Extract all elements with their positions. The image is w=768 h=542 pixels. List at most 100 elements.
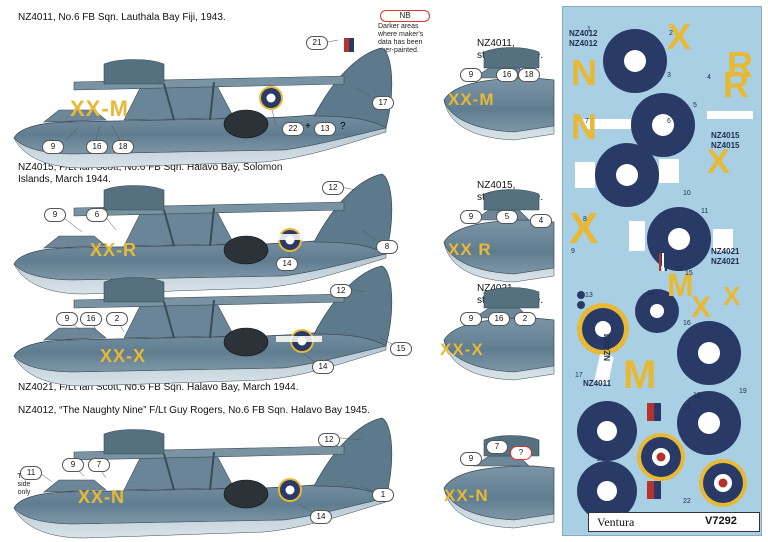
decal-number-12: 12 xyxy=(675,266,683,273)
side-callout-7: 7 xyxy=(486,440,508,454)
callout-21: 21 xyxy=(306,36,328,50)
callout-22: 22 xyxy=(282,122,304,136)
decal-text-nz4012: NZ4012 xyxy=(569,39,598,48)
side-code-nz4011: XX-M xyxy=(448,90,495,109)
side-callout-18: 18 xyxy=(518,68,540,82)
callout-14: 14 xyxy=(276,257,298,271)
side-callout-9: 9 xyxy=(460,68,482,82)
brand-box: Ventura V7292 xyxy=(588,512,760,532)
decal-letter-m: M xyxy=(623,353,657,397)
decal-number-6: 6 xyxy=(667,118,671,125)
decal-number-14: 14 xyxy=(647,290,655,297)
side-callout-9: 9 xyxy=(460,452,482,466)
callout-2: 2 xyxy=(106,312,128,326)
decal-number-11: 11 xyxy=(701,208,709,215)
decal-number-1: 1 xyxy=(587,26,591,33)
callout-12: 12 xyxy=(330,284,352,298)
decal-number-7: 7 xyxy=(585,118,589,125)
decal-letter-r: R xyxy=(727,44,753,85)
decal-number-16: 16 xyxy=(683,320,691,327)
decal-number-20: 20 xyxy=(597,456,605,463)
side-code-nz4021: XX-X xyxy=(440,340,484,359)
decal-letter-x: X xyxy=(667,16,692,57)
side-callout-16: 16 xyxy=(496,68,518,82)
side-nz4021 xyxy=(443,287,555,381)
decal-number-4: 4 xyxy=(707,74,711,81)
profile-nz4011 xyxy=(13,38,393,169)
decal-number-10: 10 xyxy=(683,190,691,197)
callout-11: 11 xyxy=(20,466,42,480)
decal-letter-r: R xyxy=(723,64,749,105)
fuselage-roundel xyxy=(259,86,283,110)
callout-9: 9 xyxy=(62,458,84,472)
decal-text-nz4021: NZ4021 xyxy=(711,247,740,256)
decal-letter-x: X xyxy=(707,143,730,181)
over-painted-note: Darker areas where maker's data has been… xyxy=(378,23,424,54)
decal-text-nz4015: NZ4015 xyxy=(711,141,740,150)
decal-number-9: 9 xyxy=(571,248,575,255)
decal-letter-x: X xyxy=(723,281,741,311)
side-callout-unknown: ? xyxy=(510,446,532,460)
side-callout-16: 16 xyxy=(488,312,510,326)
nb-tag: NB xyxy=(380,10,430,22)
code-nz4012: XX-N xyxy=(78,487,126,507)
callout-1: 1 xyxy=(372,488,394,502)
decal-number-15: 15 xyxy=(685,270,693,277)
decal-number-2: 2 xyxy=(669,30,673,37)
decal-text-nz4021: NZ4021 xyxy=(711,257,740,266)
side-callout-9: 9 xyxy=(460,210,482,224)
side-callout-4: 4 xyxy=(530,214,552,228)
callout-12: 12 xyxy=(318,433,340,447)
brand-name: Ventura xyxy=(597,515,635,529)
callout-plus: + xyxy=(305,121,311,132)
side-code-nz4015: XX R xyxy=(448,240,492,259)
profile-caption-nz4015: NZ4015, F/Lt Ian Scott, No.6 FB Sqn. Hal… xyxy=(18,162,283,185)
callout-9: 9 xyxy=(56,312,78,326)
side-callout-5: 5 xyxy=(496,210,518,224)
decal-letter-x: X xyxy=(569,204,599,253)
callout-9: 9 xyxy=(42,140,64,154)
callout-18: 18 xyxy=(112,140,134,154)
side-nz4015 xyxy=(443,189,555,283)
decal-number-19: 19 xyxy=(739,388,747,395)
profile-caption-nz4021: NZ4021, F/Lt Ian Scott, No.6 FB Sqn. Hal… xyxy=(18,382,299,393)
decal-letter-n: N xyxy=(571,52,597,93)
decal-number-8: 8 xyxy=(583,216,587,223)
callout-16: 16 xyxy=(86,140,108,154)
code-nz4021: XX-X xyxy=(100,346,147,366)
profile-nz4015 xyxy=(13,173,393,295)
decal-text-nz4012: NZ4012 xyxy=(569,29,598,38)
decal-letter-x: X xyxy=(691,291,712,324)
callout-question: ? xyxy=(340,121,346,132)
code-nz4011: XX-M xyxy=(70,96,129,121)
callout-14: 14 xyxy=(312,360,334,374)
decal-number-3: 3 xyxy=(667,72,671,79)
callout-8: 8 xyxy=(376,240,398,254)
decal-text-nz4011: NZ4011 xyxy=(603,332,612,361)
callout-6: 6 xyxy=(86,208,108,222)
product-code: V7292 xyxy=(705,515,737,527)
code-nz4015: XX-R xyxy=(90,240,138,260)
profile-nz4021 xyxy=(13,265,393,387)
decal-number-21: 21 xyxy=(683,404,691,411)
decal-letter-m: M xyxy=(667,267,694,303)
decal-text-nz4011: NZ4011 xyxy=(583,379,612,388)
decal-sheet-drawing xyxy=(575,29,753,521)
decal-number-22: 22 xyxy=(683,498,691,505)
callout-7: 7 xyxy=(88,458,110,472)
decal-number-18: 18 xyxy=(693,392,701,399)
side-callout-2: 2 xyxy=(514,312,536,326)
decal-number-13: 13 xyxy=(585,292,593,299)
decal-number-5: 5 xyxy=(693,102,697,109)
side-code-nz4012: XX-N xyxy=(444,486,489,505)
decal-text-nz4015: NZ4015 xyxy=(711,131,740,140)
callout-14: 14 xyxy=(310,510,332,524)
fin-flash xyxy=(344,38,349,52)
decal-letter-n: N xyxy=(571,106,597,147)
callout-16: 16 xyxy=(80,312,102,326)
profile-caption-nz4012: NZ4012, “The Naughty Nine” F/Lt Guy Roge… xyxy=(18,405,370,416)
callout-12: 12 xyxy=(322,181,344,195)
